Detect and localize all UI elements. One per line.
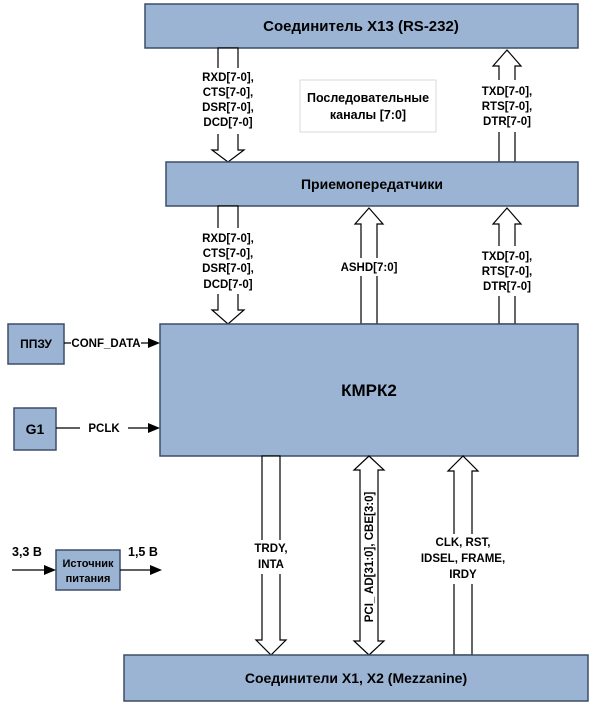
svg-text:питания: питания — [66, 573, 111, 585]
pclk-arrowhead — [148, 423, 160, 433]
svg-text:DSR[7-0],: DSR[7-0], — [202, 102, 254, 114]
svg-text:DTR[7-0]: DTR[7-0] — [483, 116, 531, 128]
svg-text:DSR[7-0],: DSR[7-0], — [202, 263, 254, 275]
svg-text:RXD[7-0],: RXD[7-0], — [202, 233, 254, 245]
ppzu-block: ППЗУ — [7, 323, 65, 365]
svg-text:DTR[7-0]: DTR[7-0] — [483, 281, 531, 293]
label-tx-top: TXD[7-0], RTS[7-0], DTR[7-0] — [474, 80, 540, 132]
svg-text:CTS[7-0],: CTS[7-0], — [203, 87, 253, 99]
label-pci: PCI_ AD[31:0], CBE[3:0] — [364, 492, 376, 623]
serial-channels-note: Последовательные каналы [7:0] — [299, 79, 437, 133]
bus-pci — [352, 455, 386, 656]
svg-text:TRDY,: TRDY, — [254, 543, 287, 555]
g1-label: G1 — [26, 421, 45, 437]
label-power-out: 1,5 В — [128, 545, 158, 559]
svg-text:ASHD[7:0]: ASHD[7:0] — [341, 262, 398, 274]
label-rx-top: RXD[7-0], CTS[7-0], DSR[7-0], DCD[7-0] — [195, 68, 261, 134]
svg-text:DCD[7-0]: DCD[7-0] — [203, 117, 252, 129]
transceivers-label: Приемопередатчики — [301, 176, 443, 192]
svg-text:IRDY: IRDY — [449, 569, 477, 581]
svg-text:CLK, RST,: CLK, RST, — [436, 537, 491, 549]
svg-text:Источник: Источник — [62, 558, 114, 570]
label-clk: CLK, RST, IDSEL, FRAME, IRDY — [413, 534, 513, 584]
ppzu-label: ППЗУ — [20, 337, 52, 351]
power-supply-block: Источник питания — [55, 549, 121, 591]
label-trdy-inta: TRDY, INTA — [250, 540, 294, 574]
label-ashd: ASHD[7:0] — [337, 258, 401, 276]
svg-text:RTS[7-0],: RTS[7-0], — [482, 266, 532, 278]
svg-text:CONF_DATA: CONF_DATA — [71, 338, 140, 350]
svg-text:RXD[7-0],: RXD[7-0], — [202, 72, 254, 84]
connector-x13-label: Соединитель X13 (RS-232) — [263, 18, 459, 35]
svg-text:DCD[7-0]: DCD[7-0] — [203, 279, 252, 291]
g1-block: G1 — [13, 407, 57, 451]
svg-text:TXD[7-0],: TXD[7-0], — [482, 86, 532, 98]
transceivers-block: Приемопередатчики — [165, 161, 579, 207]
svg-text:RTS[7-0],: RTS[7-0], — [482, 101, 532, 113]
label-tx-bottom: TXD[7-0], RTS[7-0], DTR[7-0] — [474, 246, 540, 296]
kmrk2-block: КМРК2 — [159, 323, 579, 457]
label-power-in: 3,3 В — [12, 545, 42, 559]
svg-text:IDSEL, FRAME,: IDSEL, FRAME, — [421, 553, 505, 565]
svg-text:PCLK: PCLK — [88, 423, 120, 435]
svg-text:INTA: INTA — [258, 559, 284, 571]
label-pclk: PCLK — [80, 420, 128, 435]
kmrk2-label: КМРК2 — [341, 381, 397, 400]
power-in-arrowhead — [44, 565, 56, 575]
svg-text:TXD[7-0],: TXD[7-0], — [482, 251, 532, 263]
connector-x13-block: Соединитель X13 (RS-232) — [144, 3, 579, 49]
mezzanine-label: Соединители X1, X2 (Mezzanine) — [245, 670, 467, 686]
svg-text:каналы [7:0]: каналы [7:0] — [330, 108, 406, 122]
label-rx-bottom: RXD[7-0], CTS[7-0], DSR[7-0], DCD[7-0] — [195, 228, 261, 294]
svg-text:Последовательные: Последовательные — [307, 91, 429, 105]
svg-text:CTS[7-0],: CTS[7-0], — [203, 248, 253, 260]
power-out-arrowhead — [150, 565, 162, 575]
conf-data-arrowhead — [148, 338, 160, 348]
mezzanine-connector-block: Соединители X1, X2 (Mezzanine) — [123, 654, 589, 702]
label-conf-data: CONF_DATA — [71, 335, 141, 350]
